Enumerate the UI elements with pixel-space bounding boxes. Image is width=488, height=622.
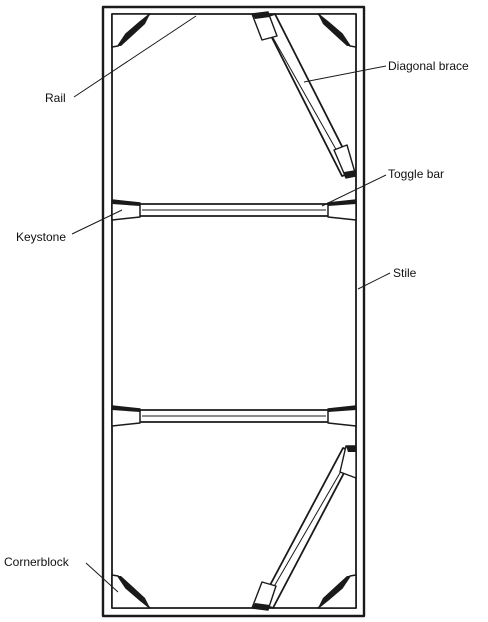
toggle-bar-upper: [111, 199, 357, 221]
diagonal-brace-lower-centerline: [271, 465, 345, 591]
label-cornerblock: Cornerblock: [4, 555, 70, 569]
label-rail: Rail: [45, 91, 66, 105]
toggle-bar-lower: [111, 405, 357, 427]
frame-inner-edge: [111, 13, 357, 609]
leader-keystone: [71, 209, 123, 235]
keystone-upper-left-shade: [112, 200, 140, 206]
labels: Rail Diagonal brace Toggle bar Keystone …: [4, 59, 469, 569]
keystone-brace-lower-top-shade: [346, 446, 356, 452]
diagonal-brace-upper: [251, 11, 357, 179]
label-diagonal-brace: Diagonal brace: [388, 59, 469, 73]
diagonal-brace-upper-centerline: [271, 35, 343, 161]
label-keystone: Keystone: [16, 230, 66, 244]
diagonal-brace-lower: [251, 445, 357, 611]
keystone-lower-right-shade: [328, 406, 356, 412]
frame: [101, 5, 366, 618]
keystone-upper-right-shade: [328, 200, 356, 206]
cornerblock-top-right-shade: [318, 14, 350, 46]
cornerblock-bottom-right-shade: [318, 576, 350, 608]
cornerblock-bottom-left-shade: [118, 576, 150, 608]
leader-lines: [71, 15, 391, 593]
leader-stile: [357, 272, 391, 290]
leader-cornerblock: [85, 562, 119, 593]
keystone-brace-upper-top: [251, 11, 278, 41]
keystone-lower-left-shade: [112, 406, 140, 412]
keystone-brace-upper-bottom-shade: [344, 170, 356, 178]
label-toggle-bar: Toggle bar: [388, 167, 444, 181]
leader-diagonal-brace: [303, 65, 387, 83]
keystone-brace-lower-bottom-shade: [252, 603, 270, 610]
leader-rail: [73, 15, 197, 98]
keystone-brace-upper-top-shade: [252, 12, 270, 19]
corner-blocks: [111, 13, 357, 609]
cornerblock-top-left-shade: [118, 14, 150, 46]
frame-outer-edge: [101, 5, 366, 618]
leader-toggle-bar: [321, 174, 387, 207]
label-stile: Stile: [393, 266, 417, 280]
